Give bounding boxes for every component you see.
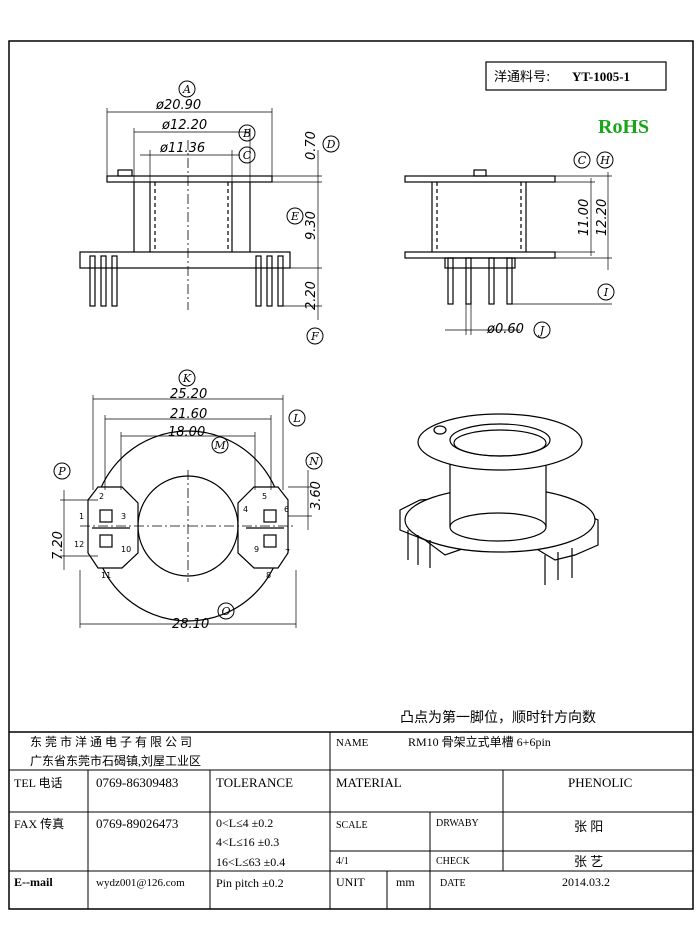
callouts: [53, 80, 615, 620]
name-value: RM10 骨架立式单槽 6+6pin: [408, 734, 551, 749]
tolerance-1: 0<L≤4 ±0.2: [216, 816, 273, 830]
drawby-label: DRWABY: [436, 818, 479, 829]
pin-label-5: 5: [262, 492, 267, 501]
email-label: E--mail: [14, 875, 53, 889]
callout-p: P: [57, 465, 66, 478]
scale-value: 4/1: [336, 856, 349, 867]
pin-numbers: 1 2 3 4 5 6 7 8 9 10 11 12: [74, 492, 290, 580]
dim-k-value: 25.20: [170, 387, 207, 402]
check-label: CHECK: [436, 856, 471, 867]
pin-label-3: 3: [121, 512, 126, 521]
callout-m: M: [213, 439, 226, 452]
check-value: 张 艺: [574, 854, 603, 869]
isometric-view: [399, 413, 599, 585]
dim-j-value: ø0.60: [486, 322, 524, 337]
pin-order-note: 凸点为第一脚位，顺时针方向数: [400, 709, 596, 726]
date-value: 2014.03.2: [562, 875, 610, 889]
unit-label: UNIT: [336, 875, 365, 889]
dim-b-value: ø12.20: [161, 118, 207, 133]
callout-e: E: [290, 210, 299, 223]
pin-label-9: 9: [254, 545, 259, 554]
tolerance-4: Pin pitch ±0.2: [216, 876, 284, 890]
callout-l: L: [292, 412, 300, 425]
callout-d: D: [326, 138, 336, 151]
date-label: DATE: [440, 878, 466, 889]
dim-p-value: 7.20: [51, 531, 66, 560]
callout-n: N: [308, 455, 319, 468]
callout-a: A: [182, 83, 191, 96]
name-label: NAME: [336, 737, 369, 749]
pin-label-7: 7: [285, 548, 290, 557]
dim-c-value: ø11.36: [159, 141, 205, 156]
tel-label: TEL 电话: [14, 776, 63, 790]
callout-c: C: [243, 149, 252, 162]
company-name: 东 莞 市 洋 通 电 子 有 限 公 司: [30, 734, 192, 749]
dim-e-value: 9.30: [304, 211, 319, 240]
part-number-label: 洋通料号:: [494, 70, 550, 85]
dim-o-value: 28.10: [172, 617, 209, 632]
callout-j: J: [538, 324, 545, 337]
dim-h-value: 12.20: [595, 199, 610, 236]
pin-label-11: 11: [101, 571, 111, 580]
tolerance-label: TOLERANCE: [216, 775, 293, 790]
pin-label-2: 2: [99, 492, 104, 501]
unit-value: mm: [396, 875, 415, 889]
dim-c2-value: 11.00: [577, 199, 592, 236]
pin-label-8: 8: [266, 571, 271, 580]
front-view: [79, 108, 322, 320]
callout-i: I: [603, 286, 609, 299]
email-value: wydz001@126.com: [96, 877, 185, 889]
fax-value: 0769-89026473: [96, 816, 178, 831]
callout-k: K: [182, 372, 192, 385]
pin-label-6: 6: [284, 505, 289, 514]
tolerance-2: 4<L≤16 ±0.3: [216, 835, 279, 849]
tel-value: 0769-86309483: [96, 775, 178, 790]
tolerance-3: 16<L≤63 ±0.4: [216, 855, 285, 869]
title-block-text: 东 莞 市 洋 通 电 子 有 限 公 司 广东省东莞市石碣镇,刘屋工业区 NA…: [14, 734, 632, 890]
scale-label: SCALE: [336, 820, 368, 831]
drawby-value: 张 阳: [574, 819, 603, 834]
callout-letters: A B C D E F C H I J K L M N O P: [57, 83, 610, 618]
callout-b: B: [242, 127, 251, 140]
pin-label-12: 12: [74, 540, 84, 549]
part-number-value: YT-1005-1: [572, 69, 630, 84]
pin-label-1: 1: [79, 512, 84, 521]
sheet-border: [8, 40, 694, 910]
pin-label-10: 10: [121, 545, 131, 554]
company-address: 广东省东莞市石碣镇,刘屋工业区: [30, 753, 201, 768]
rohs-mark: RoHS: [598, 116, 649, 138]
pin-label-4: 4: [243, 505, 248, 514]
top-view: [60, 395, 312, 628]
dim-l-value: 21.60: [170, 407, 207, 422]
callout-f: F: [310, 330, 319, 343]
dim-a-value: ø20.90: [155, 98, 201, 113]
callout-c2: C: [578, 154, 587, 167]
title-block: [9, 731, 693, 909]
part-number-box: 洋通料号: YT-1005-1: [485, 61, 667, 91]
dim-f-value: 2.20: [304, 281, 319, 310]
dim-m-value: 18.00: [168, 425, 205, 440]
dim-d-value: 0.70: [304, 131, 319, 160]
material-label: MATERIAL: [336, 775, 402, 790]
dim-n-value: 3.60: [309, 481, 324, 510]
side-view: [404, 169, 612, 335]
fax-label: FAX 传真: [14, 816, 64, 831]
callout-o: O: [221, 605, 230, 618]
material-value: PHENOLIC: [568, 775, 632, 790]
callout-h: H: [599, 154, 610, 167]
